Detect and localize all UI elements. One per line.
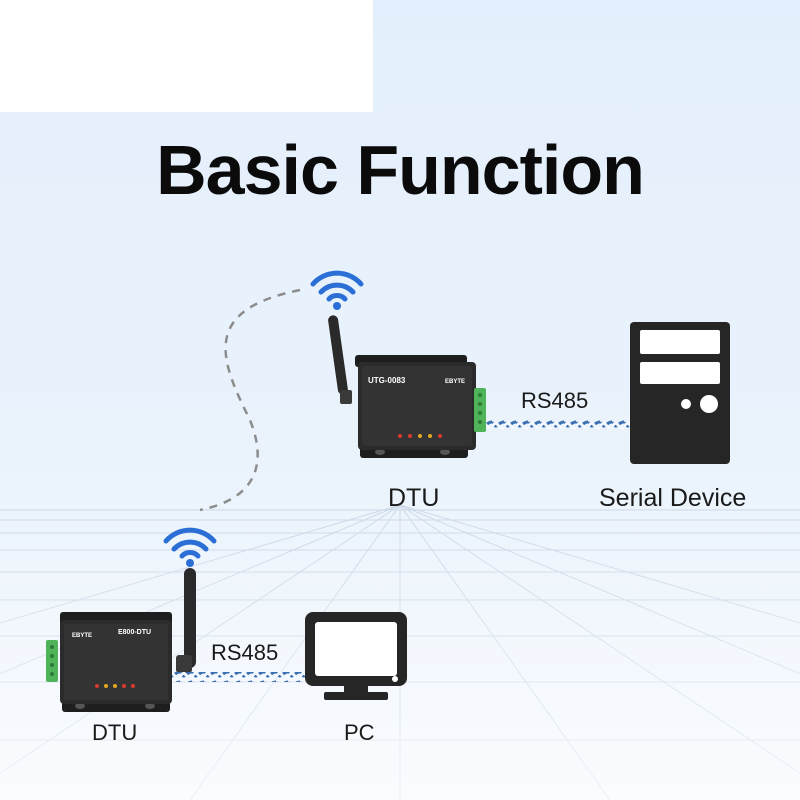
page-title: Basic Function [156,131,645,209]
dtu-top-device: UTG-0083 EBYTE [328,315,486,458]
terminal-block [46,640,58,682]
terminal-block [474,388,486,432]
wifi-icon [310,270,364,310]
top-left-white-panel [0,0,373,112]
monitor-icon [305,612,407,700]
wireless-link-path [199,288,301,512]
rs485-label-top: RS485 [521,388,589,413]
dtu-top-model: UTG-0083 [368,376,406,385]
dtu-bottom-brand: EBYTE [72,633,92,639]
antenna-icon [176,568,196,673]
wifi-icon [163,527,217,567]
dtu-bottom-label: DTU [92,720,138,745]
rs485-label-bottom: RS485 [211,640,279,665]
dtu-bottom-model: E800-DTU [118,629,151,636]
dtu-bottom-device: EBYTE E800-DTU [46,568,196,712]
antenna-icon [328,315,352,404]
rs485-cable-top [486,420,634,430]
server-tower-icon [630,322,730,464]
pc-label: PC [344,720,375,745]
dtu-top-label: DTU [388,484,440,512]
serial-device-label: Serial Device [599,484,747,512]
rs485-cable-bottom [172,672,310,682]
dtu-top-brand: EBYTE [445,379,465,385]
